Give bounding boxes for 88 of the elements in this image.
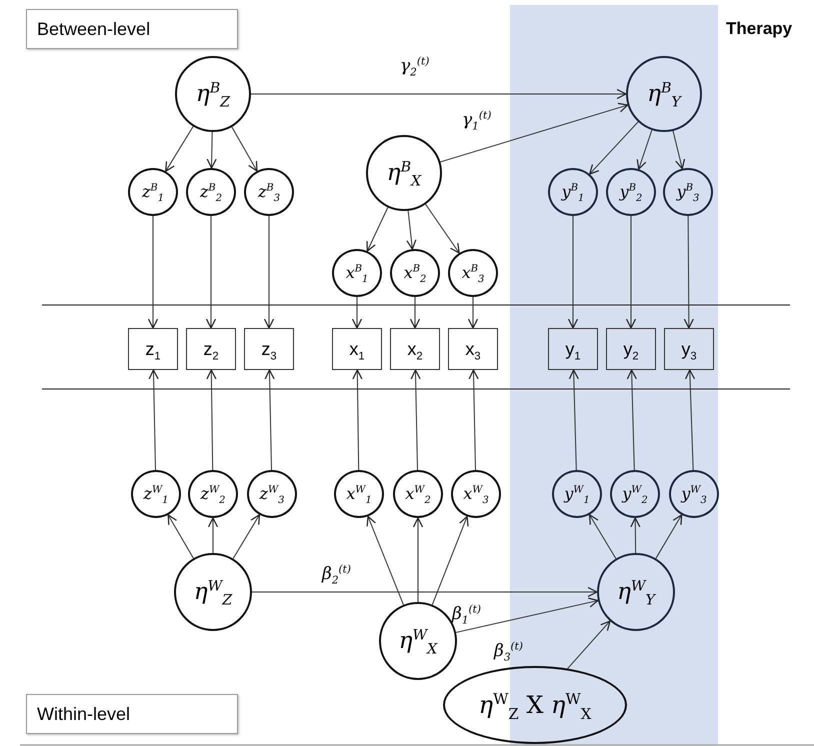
latent-variable-circle <box>626 56 702 132</box>
arrow <box>468 369 479 470</box>
arrow <box>366 516 404 606</box>
arrow <box>366 206 388 252</box>
latent-variable-circle <box>548 168 598 216</box>
observed-variable-box <box>606 328 656 370</box>
variable-label: y$_{1}$ <box>565 340 581 358</box>
arrow <box>425 204 460 254</box>
latent-variable-circle <box>552 470 602 518</box>
observed-variable-box <box>548 328 598 370</box>
arrow <box>208 517 218 554</box>
arrow <box>231 126 258 172</box>
arrow <box>148 369 159 470</box>
variable-label: y$_{3}$ <box>681 340 697 358</box>
latent-variable-circle <box>448 249 498 297</box>
arrow <box>264 369 275 470</box>
arrow <box>412 517 424 602</box>
interaction-ellipse <box>443 666 627 744</box>
arrow <box>206 369 217 470</box>
variable-label: z$_{3}$ <box>261 340 277 358</box>
variable-label: x$_{2}$ <box>407 340 423 358</box>
arrow <box>352 369 363 470</box>
arrow <box>655 514 682 559</box>
latent-variable-circle <box>188 470 238 518</box>
variable-label: x$_{1}$ <box>349 340 365 358</box>
arrow <box>165 126 194 172</box>
arrow <box>626 369 637 470</box>
arrow <box>168 514 194 559</box>
variable-label: Within-level <box>37 705 130 723</box>
level-label-box <box>26 9 238 49</box>
latent-variable-circle <box>669 470 719 518</box>
latent-variable-circle <box>606 168 656 216</box>
latent-variable-circle <box>597 553 675 631</box>
arrow <box>568 216 578 329</box>
arrow <box>626 216 636 329</box>
arrow <box>636 130 652 170</box>
arrow <box>468 296 478 329</box>
arrow <box>206 216 216 329</box>
latent-variable-circle <box>128 168 178 216</box>
variable-label: y$_{2}$ <box>623 340 639 358</box>
arrow <box>456 598 599 633</box>
arrow <box>567 620 611 670</box>
arrow <box>630 517 640 554</box>
latent-variable-circle <box>366 135 442 211</box>
arrow <box>206 132 217 169</box>
latent-variable-circle <box>247 470 297 518</box>
arrow <box>588 514 616 560</box>
latent-variable-circle <box>451 470 501 518</box>
observed-variable-box <box>448 328 498 370</box>
variable-label: z$_{1}$ <box>145 340 161 358</box>
latent-variable-circle <box>131 470 181 518</box>
latent-variable-circle <box>393 470 443 518</box>
arrow <box>568 369 579 470</box>
observed-variable-box <box>332 328 382 370</box>
arrow <box>250 88 627 100</box>
variable-label: Between-level <box>37 20 150 38</box>
arrow <box>440 102 628 162</box>
arrow <box>672 130 686 170</box>
arrow <box>252 586 598 598</box>
observed-variable-box <box>186 328 236 370</box>
observed-variable-box <box>664 328 714 370</box>
arrow <box>232 514 260 560</box>
arrow <box>589 121 639 175</box>
observed-variable-box <box>128 328 178 370</box>
latent-variable-circle <box>332 249 382 297</box>
latent-variable-circle <box>175 56 251 132</box>
group-label: Therapy <box>726 19 792 39</box>
latent-variable-circle <box>663 168 713 216</box>
variable-label: x$_{3}$ <box>465 340 481 358</box>
latent-variable-circle <box>334 470 384 518</box>
arrow <box>410 369 421 470</box>
arrow <box>148 216 158 329</box>
arrow <box>264 216 274 329</box>
latent-variable-circle <box>174 553 252 631</box>
arrow <box>432 516 469 606</box>
arrow <box>684 216 694 329</box>
latent-variable-circle <box>244 168 294 216</box>
latent-variable-circle <box>390 249 440 297</box>
arrow <box>352 296 362 329</box>
level-label-box <box>26 694 238 734</box>
observed-variable-box <box>390 328 440 370</box>
observed-variable-box <box>244 328 294 370</box>
latent-variable-circle <box>186 168 236 216</box>
arrow <box>406 210 416 250</box>
variable-label: z$_{2}$ <box>203 340 219 358</box>
arrow <box>410 296 420 329</box>
arrow <box>684 369 696 471</box>
latent-variable-circle <box>610 470 660 518</box>
